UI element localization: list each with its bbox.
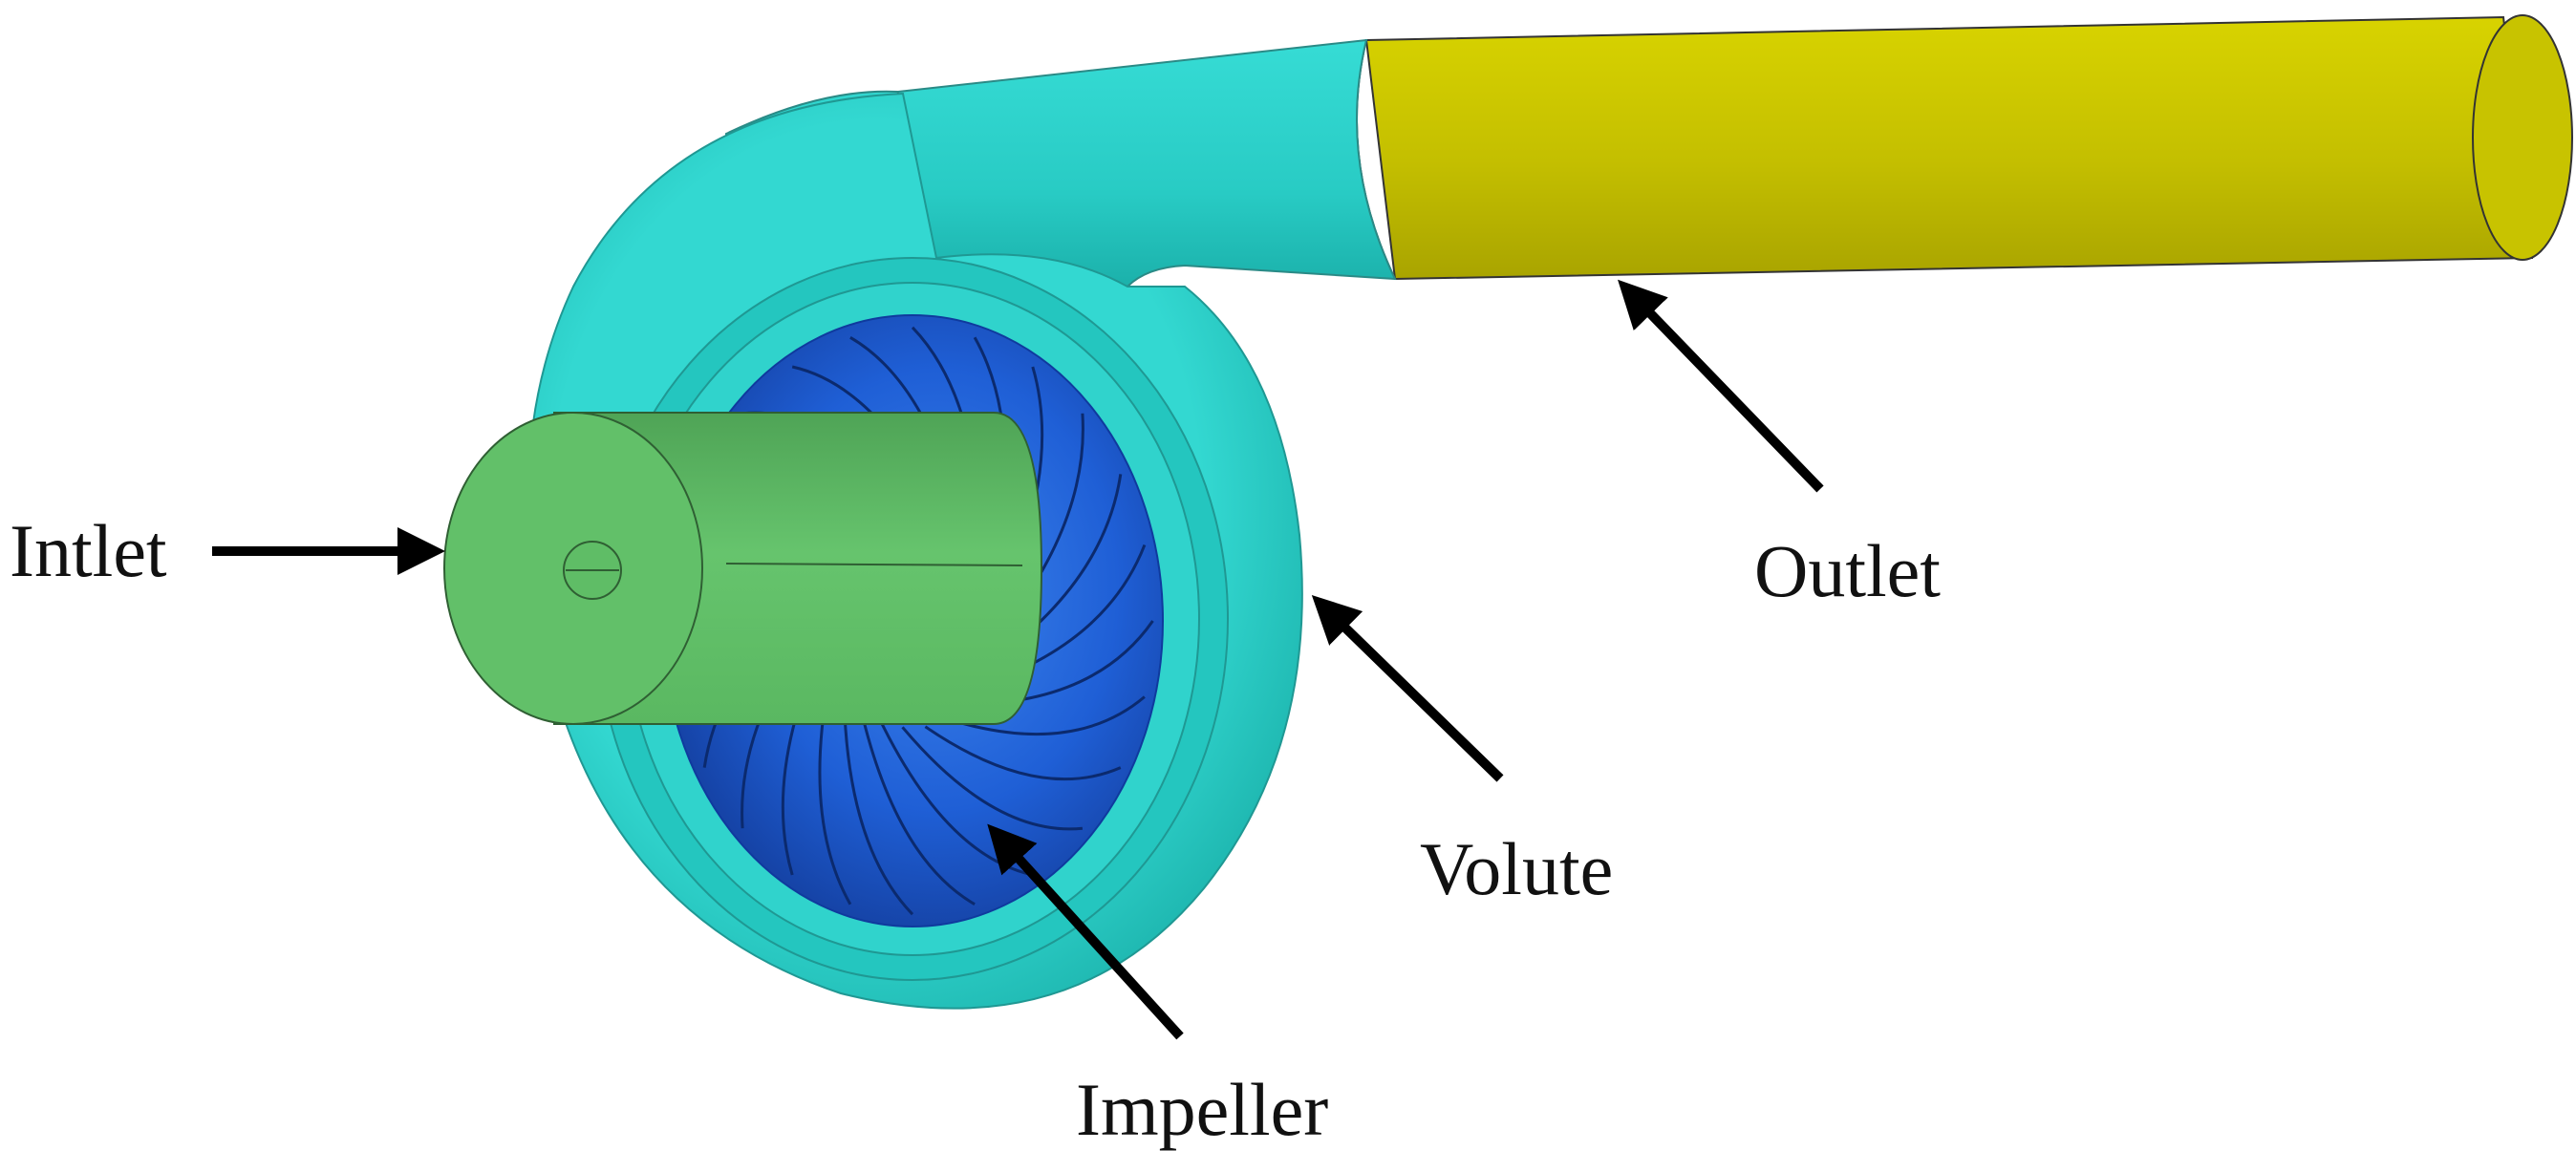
impeller-arrow [987, 823, 1184, 1040]
volute-arrow [1311, 595, 1504, 782]
impeller-blade [858, 706, 976, 906]
outlet-label: Outlet [1754, 529, 1941, 612]
outlet-arrow [1618, 279, 1824, 493]
impeller-blade [842, 687, 914, 916]
impeller-blade [901, 726, 1084, 831]
impeller-label: Impeller [1076, 1068, 1328, 1151]
intlet-label: Intlet [10, 509, 167, 592]
impeller-blade [947, 695, 1146, 736]
outlet-pipe [1356, 14, 2573, 281]
arrows [212, 279, 1824, 1040]
inlet-pipe [443, 412, 1043, 725]
volute-label: Volute [1420, 827, 1613, 910]
impeller-blade [924, 725, 1122, 781]
